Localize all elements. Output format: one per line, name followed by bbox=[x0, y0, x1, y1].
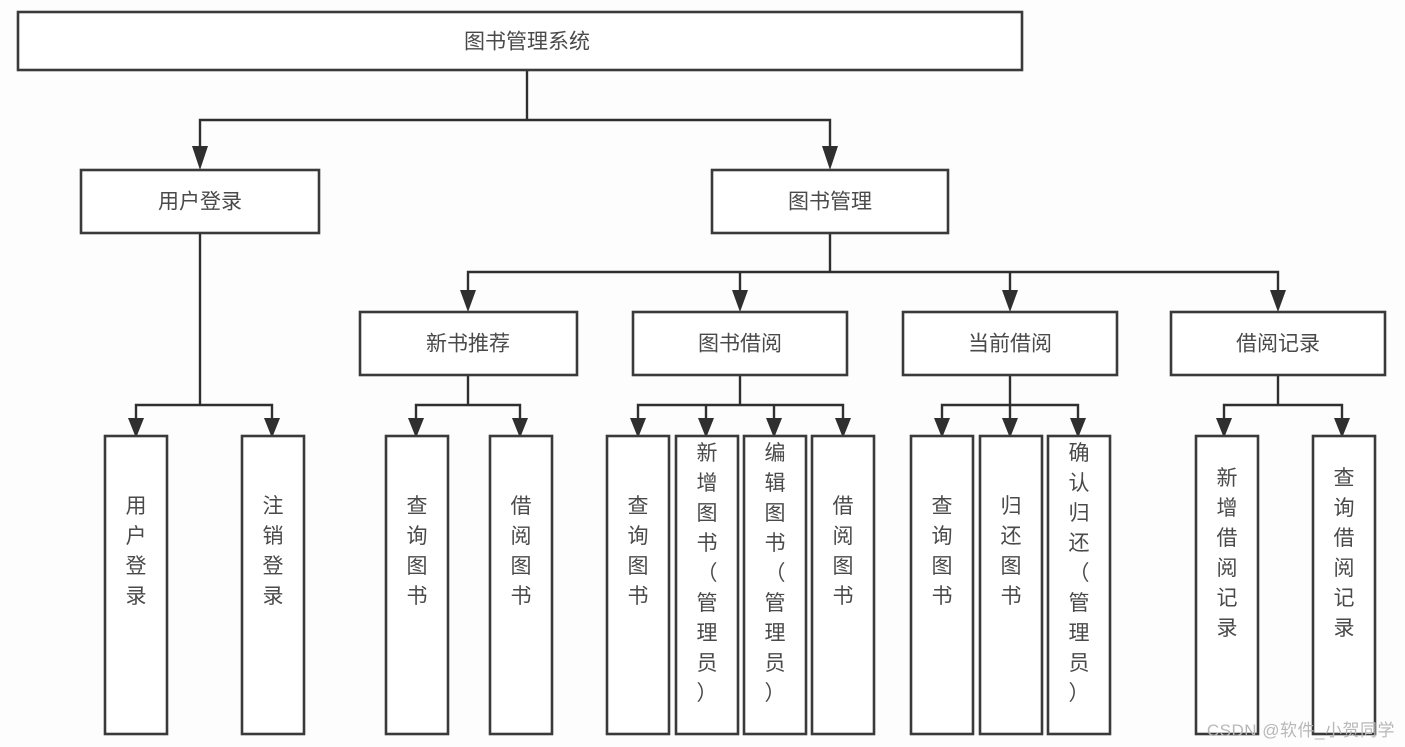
arrow-to-leaf-borrow-book-2 bbox=[835, 418, 851, 438]
node-leaf-confirm-return-box[interactable] bbox=[1046, 434, 1112, 736]
node-leaf-edit-book[interactable]: 编辑图书（管理员） bbox=[742, 434, 808, 736]
node-leaf-query-record-label: 查询借阅记录 bbox=[1334, 467, 1355, 640]
arrow-to-leaf-query-book-3 bbox=[934, 418, 950, 438]
node-leaf-query-book-2-label: 查询图书 bbox=[628, 495, 649, 608]
node-leaf-user-login-label: 用户登录 bbox=[126, 495, 147, 608]
node-leaf-query-record-box[interactable] bbox=[1311, 434, 1377, 736]
connector-root-to-level1 bbox=[192, 68, 838, 170]
node-borrow-record[interactable]: 借阅记录 bbox=[1169, 310, 1387, 377]
arrow-to-leaf-query-record bbox=[1334, 418, 1350, 438]
arrow-to-leaf-add-book bbox=[698, 418, 714, 438]
connector-bookmgmt-to-level2 bbox=[460, 231, 1286, 312]
node-leaf-add-book-box[interactable] bbox=[674, 434, 740, 736]
node-new-book-recommend-box[interactable] bbox=[358, 310, 579, 377]
node-current-borrow-label: 当前借阅 bbox=[968, 333, 1052, 356]
node-leaf-query-book-3[interactable]: 查询图书 bbox=[909, 434, 975, 736]
connector-borrowrecord-to-leaves bbox=[1216, 373, 1350, 438]
node-book-borrow-box[interactable] bbox=[631, 310, 849, 377]
node-leaf-borrow-book-1[interactable]: 借阅图书 bbox=[488, 434, 554, 736]
node-new-book-recommend-label: 新书推荐 bbox=[426, 333, 510, 356]
node-root[interactable]: 图书管理系统 bbox=[16, 10, 1024, 72]
arrow-to-leaf-return-book bbox=[1002, 418, 1018, 438]
node-book-management-box[interactable] bbox=[710, 168, 950, 235]
node-leaf-borrow-book-2[interactable]: 借阅图书 bbox=[810, 434, 876, 736]
node-leaf-query-book-2[interactable]: 查询图书 bbox=[605, 434, 671, 736]
arrow-to-leaf-confirm-return bbox=[1070, 418, 1086, 438]
node-leaf-return-book-label: 归还图书 bbox=[1001, 495, 1022, 608]
connector-bookborrow-to-leaves bbox=[630, 373, 851, 438]
arrow-to-new-book-recommend bbox=[460, 290, 476, 312]
node-leaf-confirm-return-label: 确认归还（管理员） bbox=[1069, 442, 1090, 705]
arrow-to-leaf-query-book-2 bbox=[630, 418, 646, 438]
arrow-to-current-borrow bbox=[1002, 290, 1018, 312]
node-user-login-box[interactable] bbox=[79, 168, 321, 235]
node-leaf-edit-book-label: 编辑图书（管理员） bbox=[765, 442, 786, 705]
connector-userlogin-to-leaves bbox=[128, 231, 280, 438]
node-leaf-return-book-box[interactable] bbox=[978, 434, 1044, 736]
node-leaf-query-book-1-label: 查询图书 bbox=[407, 495, 428, 608]
node-current-borrow[interactable]: 当前借阅 bbox=[901, 310, 1119, 377]
arrow-to-leaf-user-login bbox=[128, 418, 144, 438]
node-borrow-record-label: 借阅记录 bbox=[1236, 333, 1320, 356]
node-leaf-add-record-label: 新增借阅记录 bbox=[1217, 467, 1238, 640]
node-leaf-user-logout-label: 注销登录 bbox=[263, 495, 284, 608]
node-leaf-add-book[interactable]: 新增图书（管理员） bbox=[674, 434, 740, 736]
node-leaf-confirm-return[interactable]: 确认归还（管理员） bbox=[1046, 434, 1112, 736]
node-leaf-query-book-1[interactable]: 查询图书 bbox=[384, 434, 450, 736]
connector-newbook-to-leaves bbox=[408, 373, 528, 438]
node-leaf-user-login-box[interactable] bbox=[103, 434, 169, 736]
node-current-borrow-box[interactable] bbox=[901, 310, 1119, 377]
node-leaf-query-book-3-box[interactable] bbox=[909, 434, 975, 736]
node-root-box[interactable] bbox=[16, 10, 1024, 72]
node-leaf-add-book-label: 新增图书（管理员） bbox=[697, 442, 718, 705]
arrow-to-leaf-edit-book bbox=[766, 418, 782, 438]
node-borrow-record-box[interactable] bbox=[1169, 310, 1387, 377]
node-leaf-user-logout-box[interactable] bbox=[240, 434, 306, 736]
arrow-to-leaf-add-record bbox=[1216, 418, 1232, 438]
node-leaf-borrow-book-1-label: 借阅图书 bbox=[511, 495, 532, 608]
node-leaf-edit-book-box[interactable] bbox=[742, 434, 808, 736]
node-book-management[interactable]: 图书管理 bbox=[710, 168, 950, 235]
node-book-management-label: 图书管理 bbox=[788, 191, 872, 214]
node-leaf-query-book-1-box[interactable] bbox=[384, 434, 450, 736]
arrow-to-leaf-user-logout bbox=[264, 418, 280, 438]
arrow-to-leaf-query-book-1 bbox=[408, 418, 424, 438]
node-leaf-user-login[interactable]: 用户登录 bbox=[103, 434, 169, 736]
node-leaf-query-book-2-box[interactable] bbox=[605, 434, 671, 736]
arrow-to-book-borrow bbox=[732, 290, 748, 312]
node-user-login-label: 用户登录 bbox=[158, 191, 242, 214]
arrow-to-book-management bbox=[822, 146, 838, 170]
arrow-to-leaf-borrow-book-1 bbox=[512, 418, 528, 438]
node-root-label: 图书管理系统 bbox=[464, 31, 590, 54]
node-leaf-add-record-box[interactable] bbox=[1194, 434, 1260, 736]
node-leaf-query-book-3-label: 查询图书 bbox=[932, 495, 953, 608]
node-user-login[interactable]: 用户登录 bbox=[79, 168, 321, 235]
connector-currentborrow-to-leaves bbox=[934, 373, 1086, 438]
node-book-borrow[interactable]: 图书借阅 bbox=[631, 310, 849, 377]
node-leaf-borrow-book-2-label: 借阅图书 bbox=[833, 495, 854, 608]
node-leaf-user-logout[interactable]: 注销登录 bbox=[240, 434, 306, 736]
node-book-borrow-label: 图书借阅 bbox=[698, 333, 782, 356]
node-leaf-query-record[interactable]: 查询借阅记录 bbox=[1311, 434, 1377, 736]
arrow-to-user-login bbox=[192, 146, 208, 170]
node-leaf-add-record[interactable]: 新增借阅记录 bbox=[1194, 434, 1260, 736]
node-leaf-borrow-book-1-box[interactable] bbox=[488, 434, 554, 736]
node-leaf-return-book[interactable]: 归还图书 bbox=[978, 434, 1044, 736]
node-new-book-recommend[interactable]: 新书推荐 bbox=[358, 310, 579, 377]
arrow-to-borrow-record bbox=[1270, 290, 1286, 312]
node-leaf-borrow-book-2-box[interactable] bbox=[810, 434, 876, 736]
